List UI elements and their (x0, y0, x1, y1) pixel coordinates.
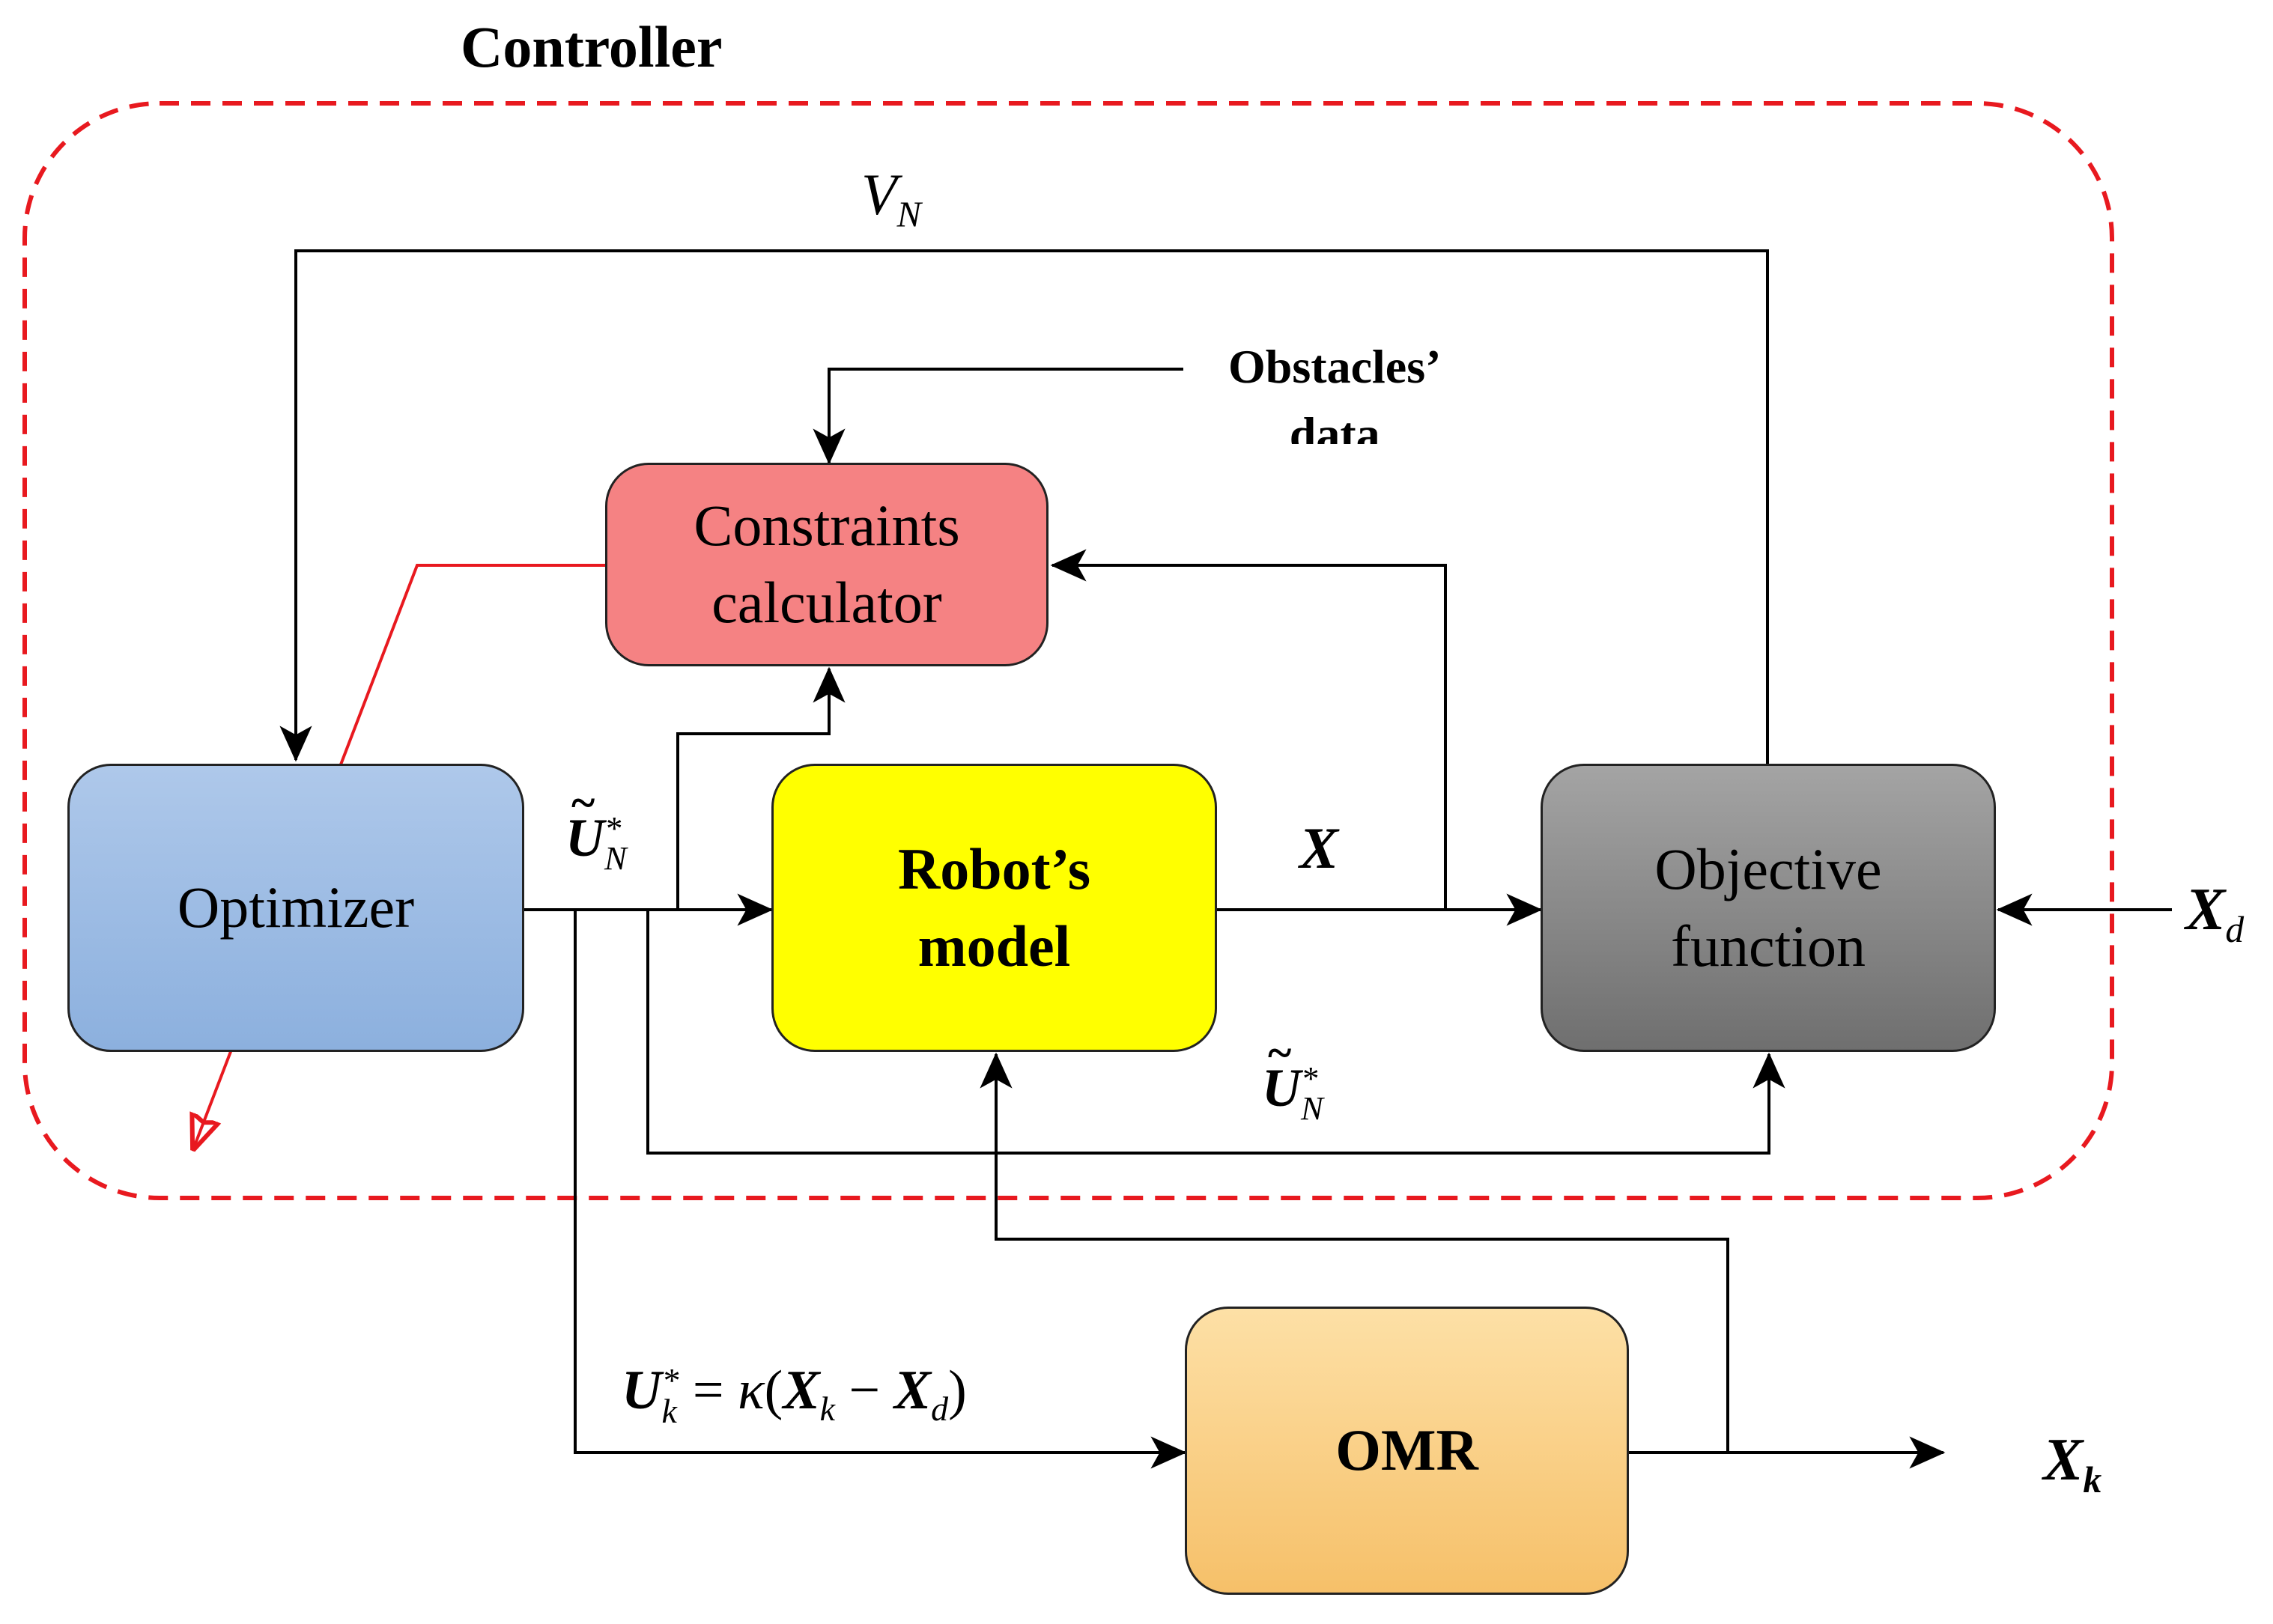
obstacles-data-line (813, 368, 1183, 465)
obstacles-data-label: Obstacles’ data (1228, 340, 1442, 444)
controller-title: Controller (461, 14, 723, 79)
x-to-constraints-line (1050, 549, 1447, 910)
controller-boundary (22, 101, 2114, 1200)
u-to-omr-line (574, 910, 1187, 1469)
x-label: X (1299, 815, 1339, 881)
omr-label: OMR (1335, 1417, 1478, 1483)
robot-model-label-line1: Robot’s (897, 836, 1091, 901)
constraints-calculator-block: Constraints calculator (605, 463, 1049, 666)
vn-feedback-line (279, 249, 1769, 764)
objective-function-block: Objective function (1541, 764, 1996, 1052)
u-tilde-n-label-bottom: U ~ *N (1262, 1028, 1323, 1128)
robot-model-label-line2: model (917, 913, 1071, 979)
omr-block: OMR (1185, 1307, 1629, 1595)
constraints-label-line2: calculator (711, 570, 942, 635)
xk-label: Xk (2043, 1427, 2102, 1500)
optimizer-label: Optimizer (177, 875, 415, 940)
omr-feedback-line (980, 1052, 1729, 1453)
u-to-objective-line (646, 910, 1785, 1155)
u-to-constraints-line (676, 666, 846, 910)
optimizer-block: Optimizer (67, 764, 524, 1052)
robot-model-block: Robot’s model (771, 764, 1217, 1052)
control-law-label: U*k = κ(Xk − Xd) (622, 1360, 967, 1431)
constraints-label-line1: Constraints (694, 493, 960, 559)
vn-label: VN (861, 162, 921, 235)
xd-label: Xd (2185, 877, 2245, 950)
u-tilde-n-label-top: U ~ *N (565, 778, 627, 878)
objective-label-line1: Objective (1654, 836, 1882, 901)
objective-label-line2: function (1671, 913, 1866, 979)
